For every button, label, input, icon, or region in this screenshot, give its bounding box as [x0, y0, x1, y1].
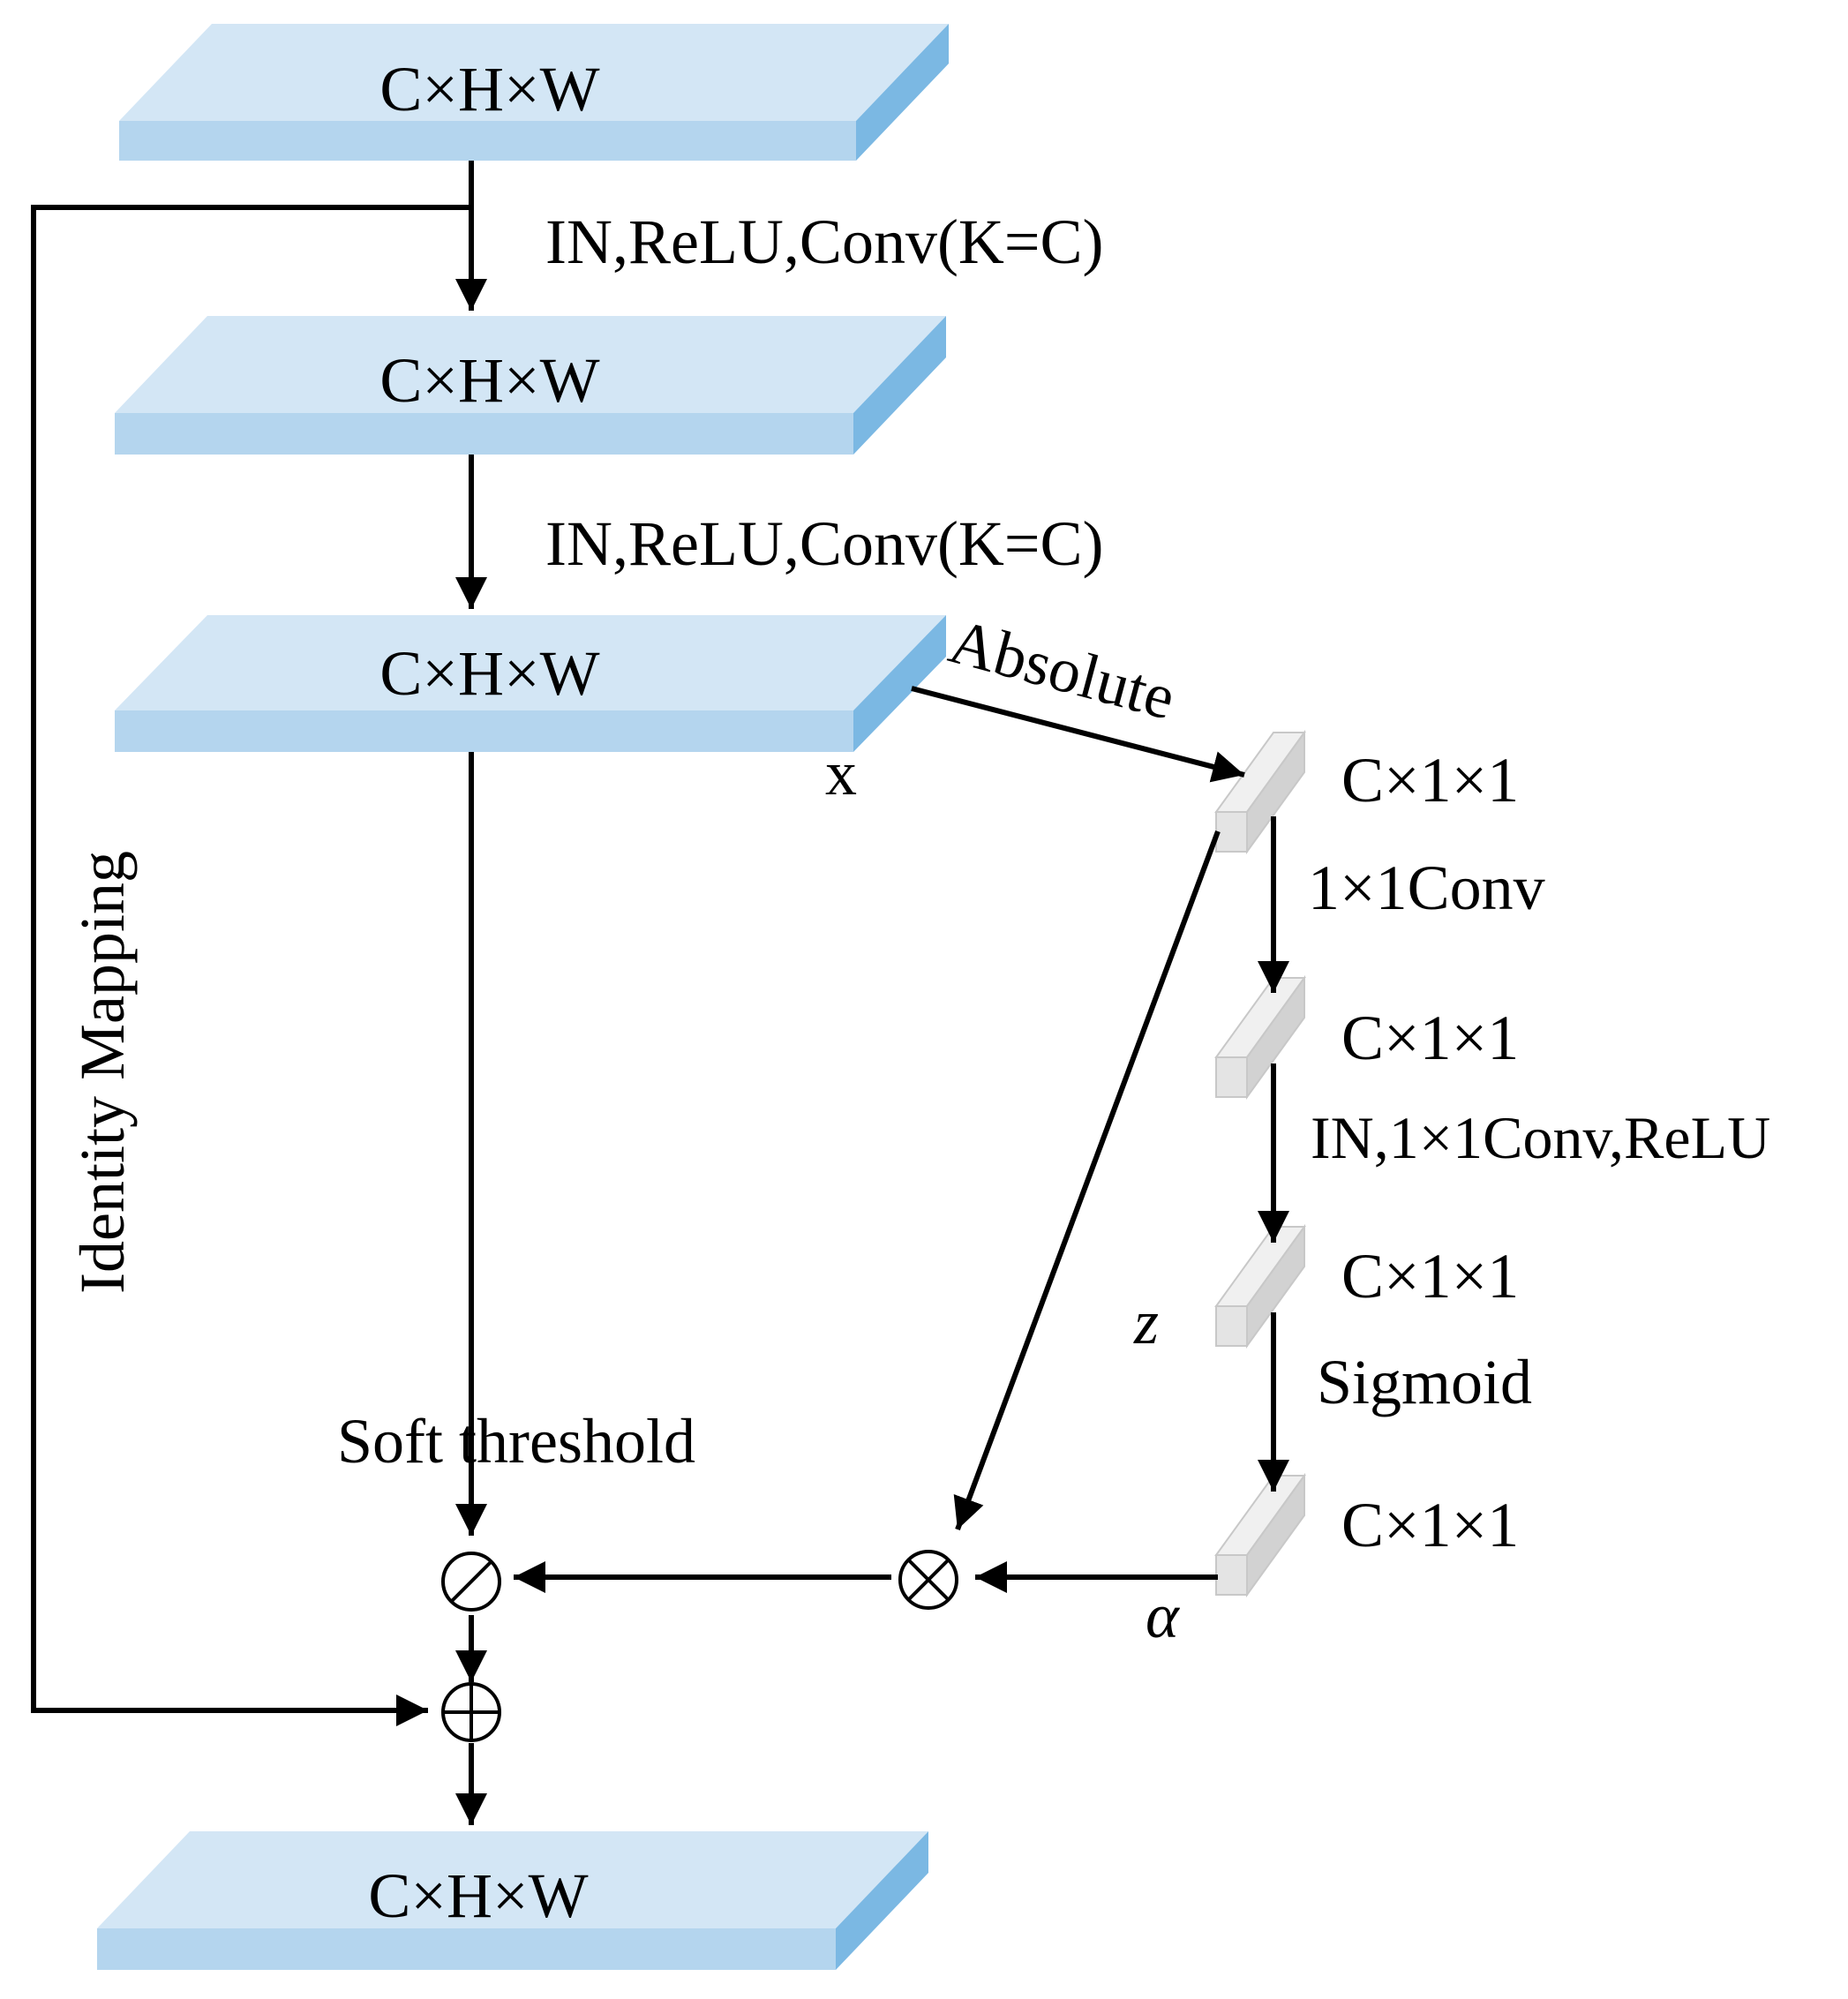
absolute-label: Absolute: [943, 605, 1183, 733]
vector-label-4: C×1×1: [1341, 1490, 1519, 1560]
vector-block-1: C×1×1: [1214, 729, 1519, 855]
z-label: z: [1133, 1287, 1159, 1357]
vector-block-3: C×1×1: [1214, 1223, 1519, 1349]
op-label-2: IN,ReLU,Conv(K=C): [545, 508, 1104, 579]
tensor-label-1: C×H×W: [379, 54, 599, 124]
tensor-slab-4: C×H×W: [97, 1831, 928, 1970]
tensor-label-3: C×H×W: [379, 638, 599, 709]
tensor-label-2: C×H×W: [379, 345, 599, 416]
conv1x1-label: 1×1Conv: [1308, 853, 1545, 923]
vector-label-1: C×1×1: [1341, 745, 1519, 815]
alpha-label: α: [1146, 1581, 1180, 1651]
identity-mapping-label: Identity Mapping: [67, 851, 138, 1294]
tensor-slab-3: C×H×W: [115, 615, 946, 752]
vector-label-2: C×1×1: [1341, 1003, 1519, 1073]
vector-label-3: C×1×1: [1341, 1241, 1519, 1311]
in-conv-relu-label: IN,1×1Conv,ReLU: [1311, 1104, 1770, 1171]
tensor-slab-1: C×H×W: [119, 24, 949, 161]
tensor-slab-2: C×H×W: [115, 316, 946, 455]
vector-block-2: C×1×1: [1214, 974, 1519, 1101]
soft-threshold-label: Soft threshold: [337, 1406, 695, 1477]
arrow-v1-to-multiply: [953, 830, 1221, 1531]
add-operator: [441, 1682, 501, 1742]
identity-mapping-path: [31, 205, 471, 1726]
op-label-1: IN,ReLU,Conv(K=C): [545, 207, 1104, 277]
sigmoid-label: Sigmoid: [1317, 1347, 1532, 1417]
vector-block-4: C×1×1: [1214, 1472, 1519, 1598]
divide-operator: [441, 1552, 501, 1612]
x-label: x: [825, 738, 857, 808]
tensor-label-4: C×H×W: [368, 1860, 588, 1931]
multiply-operator: [898, 1550, 958, 1610]
arrow-absolute: [911, 686, 1245, 783]
